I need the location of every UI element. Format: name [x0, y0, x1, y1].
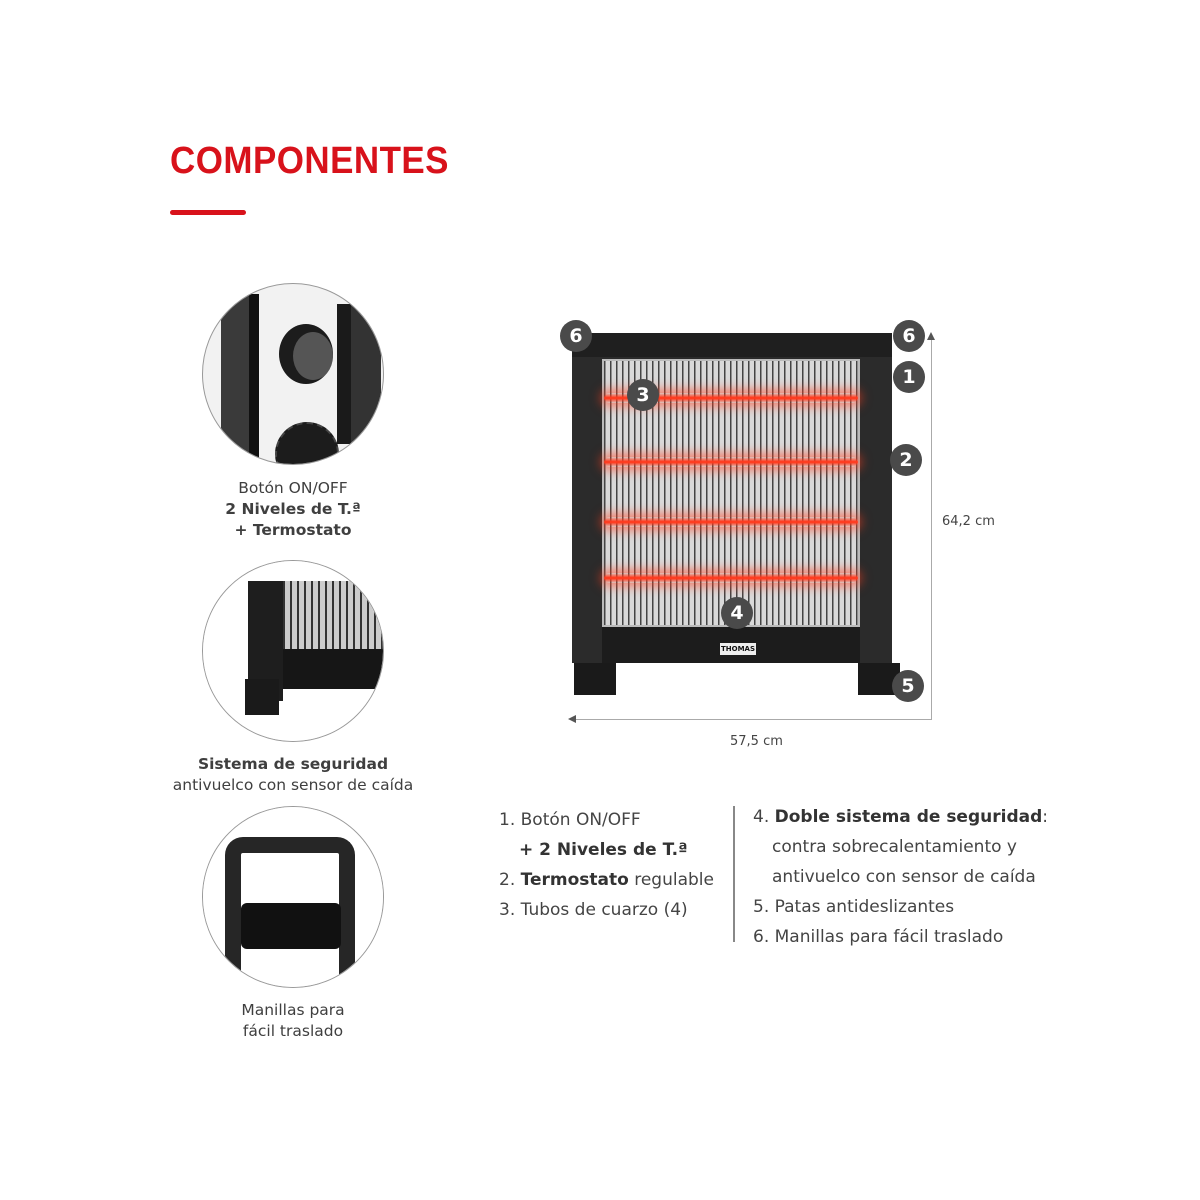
badge-2: 2 — [890, 444, 922, 476]
heater-image: THOMAS — [572, 333, 900, 695]
title-underline — [170, 210, 246, 215]
list-item: 1. Botón ON/OFF — [499, 810, 641, 830]
list-item: 5. Patas antideslizantes — [753, 897, 955, 917]
feature-caption-controls: Botón ON/OFF 2 Niveles de T.ª + Termosta… — [225, 479, 361, 539]
feature-caption-handles: Manillas para fácil traslado — [241, 1001, 345, 1040]
control-knobs-icon — [202, 283, 384, 465]
badge-6-left: 6 — [560, 320, 592, 352]
heater-foot-left — [574, 663, 616, 695]
quartz-tube — [604, 393, 858, 403]
height-label: 64,2 cm — [942, 514, 995, 529]
components-list-left: 1. Botón ON/OFF + 2 Niveles de T.ª 2. Te… — [499, 805, 714, 925]
width-dimension-line — [572, 719, 932, 720]
brand-logo: THOMAS — [720, 643, 756, 655]
list-item: 6. Manillas para fácil traslado — [753, 927, 1004, 947]
list-item: antivuelco con sensor de caída — [772, 867, 1036, 887]
quartz-tube — [604, 517, 858, 527]
arrow-left-icon — [568, 715, 576, 723]
quartz-tube — [604, 573, 858, 583]
list-separator — [733, 806, 735, 942]
safety-foot-icon — [202, 560, 384, 742]
width-label: 57,5 cm — [730, 734, 783, 749]
badge-5: 5 — [892, 670, 924, 702]
components-list-right: 4. Doble sistema de seguridad: contra so… — [753, 802, 1048, 952]
list-item: + 2 Niveles de T.ª — [519, 840, 688, 860]
badge-6-right: 6 — [893, 320, 925, 352]
arrow-up-icon — [927, 332, 935, 340]
badge-1: 1 — [893, 361, 925, 393]
heater-top-bar — [572, 333, 892, 357]
quartz-tube — [604, 457, 858, 467]
list-item: 4. Doble sistema de seguridad: — [753, 807, 1048, 827]
height-dimension-line — [931, 336, 932, 720]
badge-3: 3 — [627, 379, 659, 411]
page-title: COMPONENTES — [170, 140, 449, 182]
feature-caption-safety: Sistema de seguridad antivuelco con sens… — [172, 755, 414, 794]
list-item: contra sobrecalentamiento y — [772, 837, 1017, 857]
list-item: 3. Tubos de cuarzo (4) — [499, 900, 688, 920]
badge-4: 4 — [721, 597, 753, 629]
list-item: 2. Termostato regulable — [499, 870, 714, 890]
handle-icon — [202, 806, 384, 988]
